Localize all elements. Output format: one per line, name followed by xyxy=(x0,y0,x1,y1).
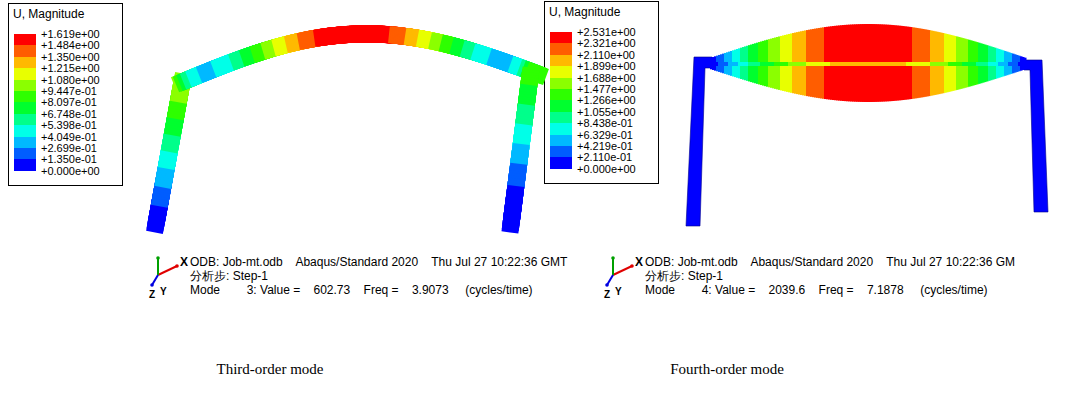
axis-label: Z xyxy=(149,289,155,301)
legend-swatch xyxy=(550,89,572,101)
mode-info: Mode 3: Value = 602.73 Freq = 3.9073 (cy… xyxy=(190,284,533,298)
odb-info: ODB: Job-mt.odb Abaqus/Standard 2020 Thu… xyxy=(645,256,1015,270)
legend-frame xyxy=(9,4,123,186)
legend-swatch xyxy=(14,159,36,171)
axis-arrowhead xyxy=(630,264,634,268)
legend-swatch xyxy=(14,137,36,149)
legend-value: +1.688e+00 xyxy=(577,71,636,85)
contour-segment xyxy=(503,222,520,224)
legend-swatch xyxy=(550,112,572,124)
axis-arrow xyxy=(157,258,159,275)
legend-swatch xyxy=(550,100,572,112)
mode-shape-4 xyxy=(686,24,1048,226)
axis-triads xyxy=(150,256,634,287)
legend-swatch xyxy=(550,55,572,67)
legend-swatch xyxy=(14,114,36,126)
legend-value: +2.110e+00 xyxy=(577,48,635,62)
axis-label: Z xyxy=(604,289,610,301)
legend-value: +1.350e-01 xyxy=(41,152,97,166)
legend-swatch xyxy=(550,123,572,135)
legend-value: +1.080e+00 xyxy=(41,73,100,87)
legend-value: +6.329e-01 xyxy=(577,128,633,142)
axis-arrow xyxy=(158,266,177,275)
legend-value: +1.477e+00 xyxy=(577,82,636,96)
legend-swatch xyxy=(550,157,572,169)
axis-arrow xyxy=(613,266,632,275)
legend-value: +2.321e+00 xyxy=(577,36,636,50)
legend-swatch xyxy=(14,91,36,103)
legend-swatch xyxy=(14,125,36,137)
legend-swatch xyxy=(14,148,36,160)
figure-caption: Third-order mode xyxy=(216,361,323,378)
legend-swatch xyxy=(14,57,36,69)
mode-shape-3 xyxy=(156,34,538,224)
legend-value: +8.097e-01 xyxy=(41,95,97,109)
legend-swatch xyxy=(550,66,572,78)
column xyxy=(686,57,712,226)
legend-value: +8.438e-01 xyxy=(577,116,633,130)
legend-swatch xyxy=(550,78,572,90)
axis-arrow xyxy=(612,258,614,275)
legend-value: +1.484e+00 xyxy=(41,38,100,52)
legend-swatch xyxy=(550,146,572,158)
legend-value: +2.110e-01 xyxy=(577,150,632,164)
legend-title: U, Magnitude xyxy=(549,6,620,20)
legend-value: +1.619e+00 xyxy=(41,27,100,41)
legend-swatch xyxy=(14,80,36,92)
legend-value: +2.699e-01 xyxy=(41,141,97,155)
step-name: 分析步: Step-1 xyxy=(190,270,268,284)
axis-arrowhead xyxy=(150,283,154,287)
figure-caption: Fourth-order mode xyxy=(670,361,784,378)
legend-value: +2.531e+00 xyxy=(577,25,636,39)
legend-title: U, Magnitude xyxy=(13,8,84,22)
axis-arrowhead xyxy=(175,264,179,268)
legend-swatch xyxy=(14,45,36,57)
contour-strip xyxy=(1024,58,1027,70)
axis-label: X xyxy=(180,256,188,270)
legend-value: +1.055e+00 xyxy=(577,105,636,119)
legend-value: +4.049e-01 xyxy=(41,130,97,144)
contour-strip xyxy=(1024,62,1027,66)
legend-value: +1.266e+00 xyxy=(577,93,636,107)
legend-frame xyxy=(545,2,659,184)
legend-swatch xyxy=(550,43,572,55)
legend-swatch xyxy=(14,102,36,114)
legend-value: +0.000e+00 xyxy=(41,164,100,178)
legend-value: +0.000e+00 xyxy=(577,162,636,176)
legend-swatch xyxy=(550,135,572,147)
odb-info: ODB: Job-mt.odb Abaqus/Standard 2020 Thu… xyxy=(190,256,567,270)
axis-arrowhead xyxy=(605,283,609,287)
legend-value: +4.219e-01 xyxy=(577,139,633,153)
axis-label: Y xyxy=(160,286,167,298)
legend-value: +1.899e+00 xyxy=(577,59,636,73)
legend-swatch xyxy=(14,68,36,80)
legend-swatch xyxy=(550,32,572,44)
legend-value: +1.215e+00 xyxy=(41,61,100,75)
axis-arrowhead xyxy=(156,256,160,260)
legend-value: +6.748e-01 xyxy=(41,107,97,121)
axis-label: X xyxy=(635,256,643,270)
step-name: 分析步: Step-1 xyxy=(645,270,723,284)
legend-value: +5.398e-01 xyxy=(41,118,97,132)
legend-value: +9.447e-01 xyxy=(41,84,97,98)
axis-arrowhead xyxy=(611,256,615,260)
axis-label: Y xyxy=(615,286,622,298)
column xyxy=(1024,60,1048,212)
legend-swatch xyxy=(14,34,36,46)
mode-info: Mode 4: Value = 2039.6 Freq = 7.1878 (cy… xyxy=(645,284,988,298)
legend-value: +1.350e+00 xyxy=(41,50,100,64)
